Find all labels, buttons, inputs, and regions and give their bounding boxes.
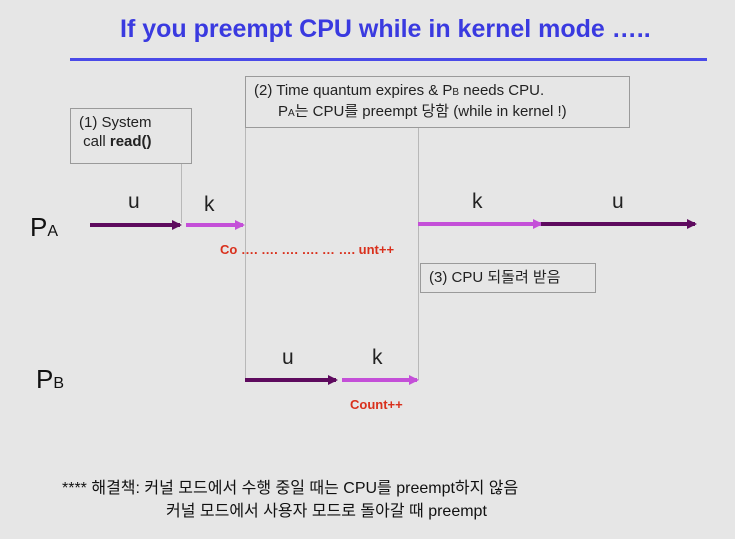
preempt-note-line2: PA는 CPU를 preempt 당함 (while in kernel !) <box>254 102 621 123</box>
pa-user-label-1: u <box>128 190 140 213</box>
process-a-letter: P <box>30 212 48 242</box>
syscall-note-line2: call read() <box>79 132 183 151</box>
cpu-return-note-text: (3) CPU 되돌려 받음 <box>429 269 561 286</box>
process-a-sub: A <box>47 223 59 240</box>
guide-line-return <box>418 128 419 380</box>
process-b-label: PB <box>36 364 64 395</box>
preempt-note-box: (2) Time quantum expires & PB needs CPU.… <box>245 76 630 128</box>
cpu-return-note-box: (3) CPU 되돌려 받음 <box>420 263 596 293</box>
preempt-note-sub-a: A <box>288 108 295 119</box>
pa-kernel-label-1: k <box>204 193 215 216</box>
pa-user-label-2: u <box>612 190 624 213</box>
pb-kernel-label: k <box>372 346 383 369</box>
preempt-note-text-b: needs CPU. <box>459 82 545 99</box>
preempt-note-text-d: 는 CPU를 preempt 당함 (while in kernel !) <box>294 103 567 120</box>
preempt-note-sub-b: B <box>452 87 460 98</box>
preempt-note-line1: (2) Time quantum expires & PB needs CPU. <box>254 81 621 102</box>
footer-line-2: 커널 모드에서 사용자 모드로 돌아갈 때 preempt <box>166 503 487 520</box>
syscall-note-read: read() <box>109 133 152 150</box>
process-b-sub: B <box>53 375 65 392</box>
syscall-note-line1: (1) System <box>79 114 152 131</box>
footer-line-1: **** 해결책: 커널 모드에서 수행 중일 때는 CPU를 preempt하… <box>62 480 519 497</box>
preempt-note-text-c: P <box>278 103 289 120</box>
slide-title: If you preempt CPU while in kernel mode … <box>120 15 651 43</box>
pa-kernel-label-2: k <box>472 190 483 213</box>
guide-line-preempt <box>245 78 246 378</box>
pa-counter-text: Co …. …. …. …. … …. unt++ <box>220 242 395 257</box>
title-underline <box>70 58 707 61</box>
guide-line-syscall <box>181 163 182 223</box>
process-b-letter: P <box>36 364 54 394</box>
pb-user-label: u <box>282 346 294 369</box>
preempt-note-text-a: (2) Time quantum expires & P <box>254 82 453 99</box>
syscall-note-call: call <box>83 133 110 150</box>
syscall-note-box: (1) System call read() <box>70 108 192 164</box>
process-a-label: PA <box>30 212 58 243</box>
pb-counter-text: Count++ <box>350 397 403 412</box>
